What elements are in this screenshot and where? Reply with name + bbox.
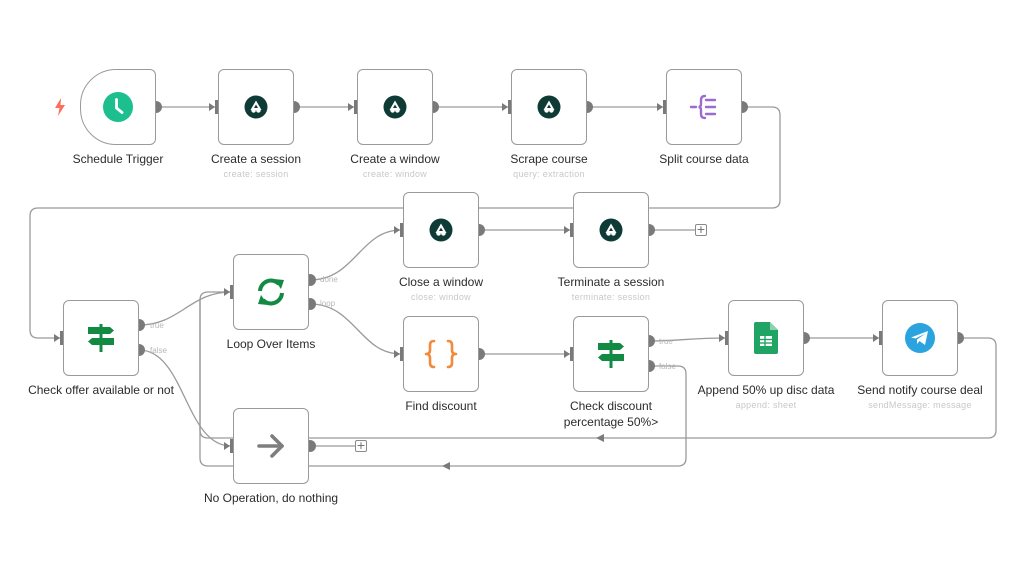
edge-arrow: [224, 288, 230, 296]
node-subtitle: terminate: session: [571, 292, 651, 302]
output-label-false: false: [150, 346, 167, 355]
trigger-bolt-icon: [55, 98, 65, 116]
airtop-icon: [383, 95, 407, 119]
node-label: Loop Over Items: [226, 337, 316, 351]
edge-arrow: [719, 334, 725, 342]
edge-arrow: [348, 103, 354, 111]
edge-arrow: [394, 350, 400, 358]
node-label: Split course data: [659, 152, 749, 166]
node-check-discount[interactable]: [573, 316, 649, 392]
connection-edge: [309, 229, 402, 281]
edge-arrow: [873, 334, 879, 342]
node-label: Terminate a session: [557, 275, 665, 289]
connection-edge: [138, 291, 232, 326]
input-handle: [215, 100, 220, 114]
node-scrape-course[interactable]: [511, 69, 587, 145]
node-label: Find discount: [405, 399, 477, 413]
node-label: Check offer available or not: [28, 383, 174, 397]
connection-edge: [138, 349, 232, 447]
input-handle: [570, 223, 575, 237]
node-check-offer[interactable]: [63, 300, 139, 376]
edge-arrow: [209, 103, 215, 111]
add-node-button[interactable]: +: [695, 223, 707, 236]
edge-arrow: [564, 350, 570, 358]
input-handle: [508, 100, 513, 114]
airtop-icon: [599, 218, 623, 242]
node-loop-over-items[interactable]: [233, 254, 309, 330]
node-create-window[interactable]: [357, 69, 433, 145]
node-no-operation[interactable]: [233, 408, 309, 484]
input-handle: [230, 439, 235, 453]
edge-arrow: [657, 103, 663, 111]
node-subtitle: create: window: [362, 169, 428, 179]
output-label-done: done: [320, 275, 338, 284]
node-label: Append 50% up disc data: [697, 383, 835, 397]
input-handle: [879, 331, 884, 345]
connection-edge: [199, 300, 687, 467]
node-label: Close a window: [398, 275, 484, 289]
node-send-notify[interactable]: [882, 300, 958, 376]
input-handle: [60, 331, 65, 345]
node-label: No Operation, do nothing: [203, 491, 339, 505]
split-out-icon: [689, 94, 717, 120]
node-terminate-session[interactable]: [573, 192, 649, 268]
airtop-icon: [429, 218, 453, 242]
node-subtitle: create: session: [223, 169, 289, 179]
node-schedule-trigger[interactable]: [80, 69, 156, 145]
google-sheets-icon: [754, 322, 778, 354]
node-label: Schedule Trigger: [72, 152, 164, 166]
clock-icon: [103, 92, 133, 122]
airtop-icon: [244, 95, 268, 119]
node-subtitle: query: extraction: [513, 169, 585, 179]
airtop-icon: [537, 95, 561, 119]
node-subtitle: sendMessage: message: [868, 400, 972, 410]
edge-arrow: [502, 103, 508, 111]
edge-arrow: [394, 226, 400, 234]
loop-icon: [258, 278, 284, 306]
input-handle: [663, 100, 668, 114]
node-close-window[interactable]: [403, 192, 479, 268]
input-handle: [230, 285, 235, 299]
node-label: Create a window: [350, 152, 440, 166]
output-label-true: true: [659, 337, 673, 346]
node-label: Send notify course deal: [857, 383, 983, 397]
if-signpost-icon: [88, 324, 114, 352]
node-label: Create a session: [210, 152, 302, 166]
edge-arrow: [564, 226, 570, 234]
output-label-loop: loop: [320, 299, 336, 308]
input-handle: [354, 100, 359, 114]
node-subtitle: close: window: [411, 292, 471, 302]
node-label: Check discount percentage 50%>: [563, 399, 659, 429]
output-label-false: false: [659, 362, 676, 371]
input-handle: [725, 331, 730, 345]
input-handle: [570, 347, 575, 361]
input-handle: [400, 223, 405, 237]
add-node-button[interactable]: +: [355, 439, 367, 452]
edge-arrow: [224, 442, 230, 450]
node-append-sheet[interactable]: [728, 300, 804, 376]
node-split-course-data[interactable]: [666, 69, 742, 145]
input-handle: [400, 347, 405, 361]
edge-arrow: [596, 434, 604, 442]
arrow-right-icon: [257, 434, 284, 458]
edge-arrow: [54, 334, 60, 342]
code-braces-icon: [424, 339, 458, 369]
telegram-icon: [905, 323, 935, 353]
node-label: Scrape course: [510, 152, 588, 166]
edge-arrow: [442, 462, 450, 470]
if-signpost-icon: [598, 340, 624, 368]
node-find-discount[interactable]: [403, 316, 479, 392]
connection-edge: [648, 337, 727, 342]
connection-edge: [309, 303, 402, 355]
node-subtitle: append: sheet: [735, 400, 797, 410]
node-create-session[interactable]: [218, 69, 294, 145]
output-label-true: true: [150, 321, 164, 330]
